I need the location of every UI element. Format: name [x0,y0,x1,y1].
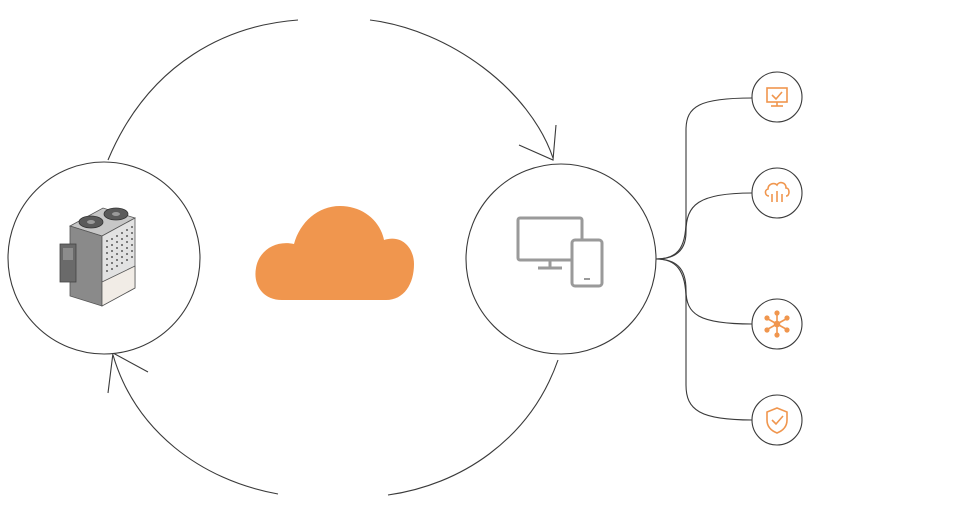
branch-network [751,298,803,350]
arc-bottom-left [112,354,279,495]
arc-bottom-right [387,359,559,496]
branch-security [751,394,803,446]
branch-cloud-data [751,167,803,219]
arrowhead-top [518,124,557,161]
connector-cloud-data [655,192,753,260]
chiller-unit-icon [59,207,137,307]
shield-check-icon [766,407,788,434]
arc-top-left [107,19,299,161]
arc-top-right [369,19,554,159]
monitor-check-icon [766,87,788,107]
branch-monitor [751,71,803,123]
branch-connectors [655,97,753,421]
cloud-data-icon [764,181,790,202]
connector-security [655,258,753,421]
network-hub-icon [764,310,790,338]
monitor-phone-icon [516,216,604,288]
devices-node [465,163,657,355]
connector-monitor [655,97,753,260]
cloud-icon [255,206,414,300]
chiller-node [7,161,201,355]
connector-network [655,258,753,325]
